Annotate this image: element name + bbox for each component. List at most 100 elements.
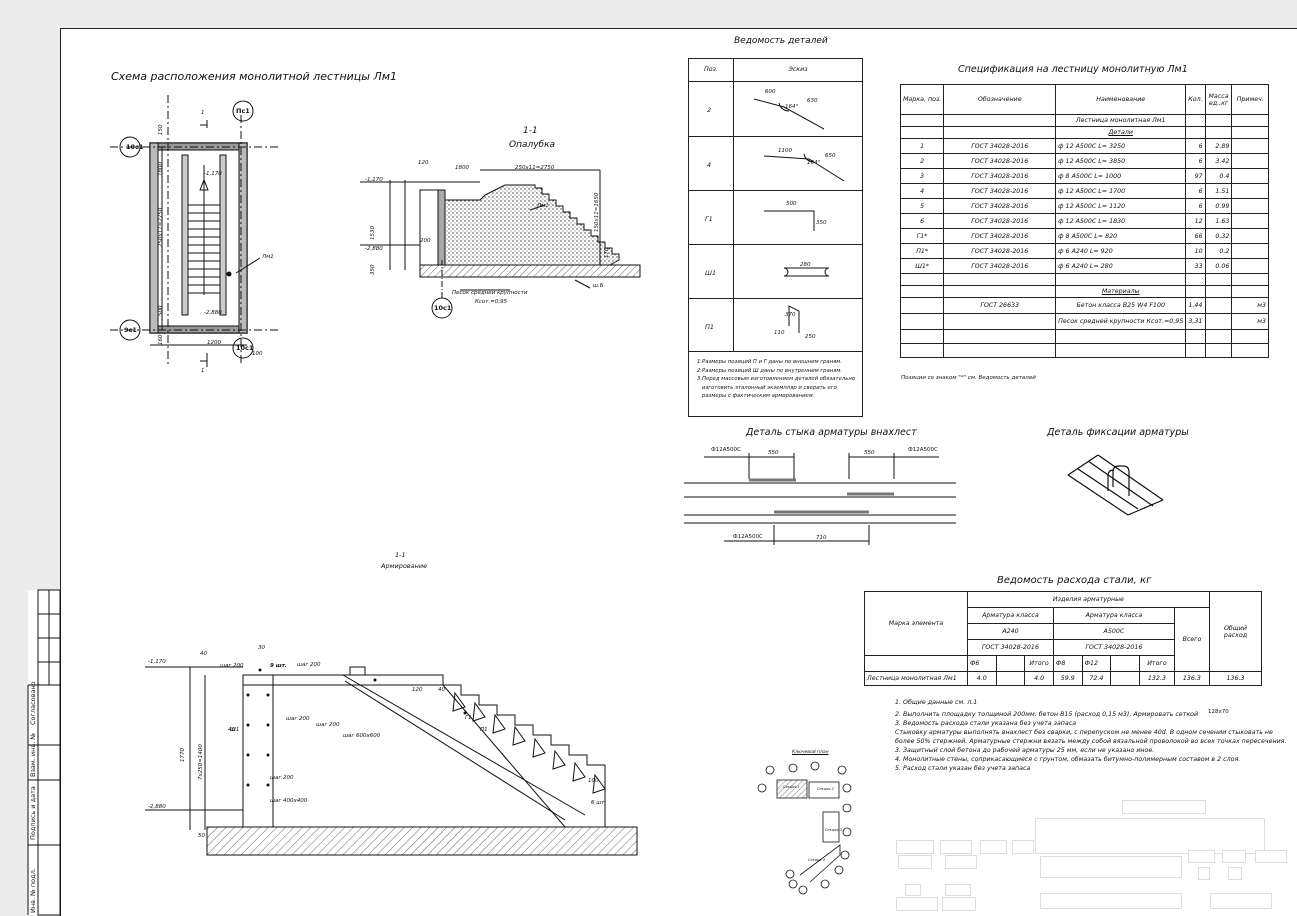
spec-mat-0-mark (899, 297, 945, 314)
spec-cell: ГОСТ 34028-2016 (943, 258, 1057, 274)
formwork-dim-2: 150х11=1650 (594, 192, 600, 232)
spec-cell: ф 12 А500С L= 3250 (1055, 138, 1187, 154)
spec-cell: 1 (899, 138, 945, 154)
details-sketches (753, 98, 845, 333)
plan-dim-b: 500 (158, 305, 164, 317)
stamp-field (945, 884, 971, 896)
plan-level-bottom: -2,880 (204, 310, 222, 316)
keyplan-title: Ключевой план (792, 750, 829, 755)
reinf-label-10: Г1 (465, 715, 472, 721)
lap-dim-3: 710 (816, 535, 827, 541)
stamp-replace: Взам. инв. № (29, 732, 37, 777)
spec-cell: 66 (1185, 228, 1206, 244)
spec-cell: 1.63 (1204, 213, 1233, 229)
reinf-dim-2: 40 (228, 727, 235, 733)
formwork-kcom: Ксот.=0,95 (475, 299, 508, 305)
spec-cell: 0.4 (1204, 168, 1233, 184)
stamp-field (898, 855, 932, 869)
reinf-dim-vertical: 7х250=1400 (198, 744, 204, 780)
steel-h-gost-2: ГОСТ 34028-2016 (1052, 639, 1175, 656)
spec-mat-1-mass (1204, 313, 1233, 330)
spec-cell: ГОСТ 34028-2016 (943, 228, 1057, 244)
reinf-dim-0: 30 (258, 645, 265, 651)
steel-row: Лестница монолитная Лм1 4.0 4.0 59.9 72.… (864, 671, 1263, 686)
keyplan-label-0: Секция 1 (783, 785, 800, 789)
lap-bar-3: Ф12А500С (733, 534, 763, 540)
plan-level-top: -1,170 (204, 171, 222, 177)
spec-cell: Г1* (899, 228, 945, 244)
note-2: 3. Ведомость расхода стали указана без у… (895, 720, 1077, 727)
details-dim-4-0: 370 (785, 312, 796, 318)
details-pos-0: 2 (707, 106, 712, 114)
reinf-level-bottom: -2,880 (148, 804, 166, 810)
reinf-dim-6: 50 (198, 833, 205, 839)
steel-h-items: Изделия арматурные (966, 591, 1210, 608)
plan-dim-d: 160 (158, 334, 164, 346)
stamp-inv: Инв. № подл. (29, 868, 37, 913)
stamp-field (1040, 893, 1182, 909)
keyplan-label-2: Секция 3 (825, 828, 842, 832)
formwork-level-top: -1,170 (365, 177, 383, 183)
spec-mat-1-mark (899, 313, 945, 330)
spec-cell (1231, 183, 1269, 199)
spec-cell: ф 12 А500С L= 1700 (1055, 183, 1187, 199)
steel-h-mark: Марка элемента (864, 591, 968, 656)
spec-cell (1231, 228, 1269, 244)
details-dim-2-0: 500 (786, 201, 797, 207)
spec-mat-1-qty: 3,31 (1185, 313, 1206, 330)
spec-mat-0-mass (1204, 297, 1233, 314)
details-dim-2-1: 350 (816, 220, 827, 226)
details-pos-4: П1 (705, 323, 715, 331)
spec-cell: Ш1* (899, 258, 945, 274)
plan-axis-bottom-right: 10с1 (236, 344, 254, 352)
plan-cut-bottom: 1 (201, 368, 205, 374)
note-4: более 50% стержней. Арматурные стержни в… (895, 738, 1287, 745)
spec-footnote: Позиции со знаком "*" см. Ведомость дета… (901, 375, 1036, 381)
details-note-4: размеры с фактическим армированием. (702, 393, 815, 399)
reinf-dim-1: 40 (200, 651, 207, 657)
steel-h-gost-1: ГОСТ 34028-2016 (966, 639, 1054, 656)
steel-cell-2 (995, 671, 1026, 686)
reinf-dim-4: 40 (438, 687, 445, 693)
details-header-pos: Поз. (689, 59, 734, 82)
reinf-label-6: шаг 600х600 (343, 733, 381, 739)
reinf-label-7: 9 шт. (270, 663, 287, 669)
details-pos-3: Ш1 (705, 269, 717, 277)
fix-drawing (1067, 454, 1164, 516)
stamp-field (1198, 867, 1210, 880)
spec-cell: 0.2 (1204, 243, 1233, 259)
formwork-dim-4: 200 (420, 238, 431, 244)
lap-drawing (684, 453, 956, 545)
steel-cell-4: 59.9 (1052, 671, 1083, 686)
steel-h-total: Всего (1173, 607, 1210, 672)
stamp-field (905, 884, 921, 896)
plan-dim-c: 150 (158, 124, 164, 136)
lap-dim-2: 550 (864, 450, 875, 456)
steel-c8: Ф8 (1052, 655, 1083, 672)
details-dim-0-0: 600 (765, 89, 776, 95)
reinf-dim-3: 120 (412, 687, 423, 693)
spec-cell: 4 (899, 183, 945, 199)
stamp-field (980, 840, 1007, 854)
reinf-title-2: Армирование (381, 562, 428, 570)
reinf-dim-total: 1770 (180, 748, 186, 762)
stamp-agreed: Согласовано (29, 681, 37, 725)
fix-title: Деталь фиксации арматуры (1047, 427, 1189, 438)
spec-cell: 6 (1185, 138, 1206, 154)
formwork-dim-7: 120 (418, 160, 429, 166)
details-dim-4-2: 250 (805, 334, 816, 340)
reinf-label-2: шаг 200 (286, 716, 310, 722)
stamp-field (1188, 850, 1215, 863)
spec-h-name: Наименование (1055, 84, 1187, 115)
spec-cell: ГОСТ 34028-2016 (943, 213, 1057, 229)
spec-cell (1231, 198, 1269, 214)
formwork-title-1: 1-1 (523, 126, 538, 136)
details-note-0: 1.Размеры позиций П и Г даны по внешним … (697, 359, 842, 365)
lap-dim-1: 550 (768, 450, 779, 456)
plan-axis-top-right: Пс1 (236, 107, 250, 115)
steel-h-class-1: Арматура класса (966, 607, 1054, 624)
spec-cell: ГОСТ 34028-2016 (943, 168, 1057, 184)
